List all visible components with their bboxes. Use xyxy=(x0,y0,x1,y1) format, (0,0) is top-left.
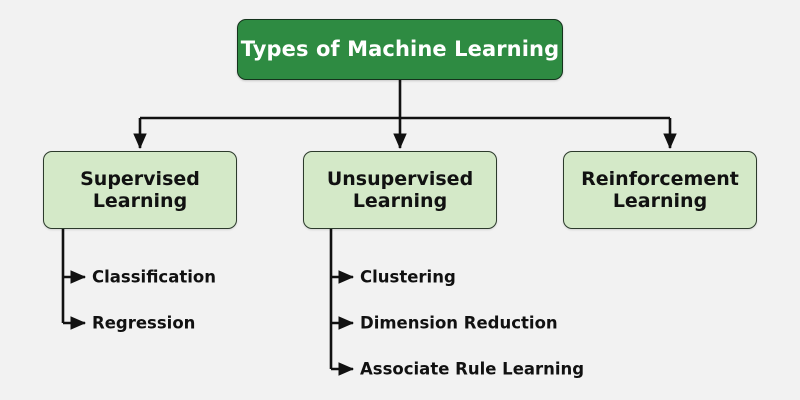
branch-node-label: Supervised Learning xyxy=(80,168,200,213)
leaf-label-regression[interactable]: Regression xyxy=(92,313,196,333)
leaf-label-classification[interactable]: Classification xyxy=(92,267,216,287)
branch-label-line1: Unsupervised xyxy=(326,167,474,190)
branch-node-label: Reinforcement Learning xyxy=(581,168,739,213)
root-node-types-of-machine-learning[interactable]: Types of Machine Learning xyxy=(237,19,563,80)
leaf-label-clustering[interactable]: Clustering xyxy=(360,267,456,287)
branch-node-reinforcement-learning[interactable]: Reinforcement Learning xyxy=(563,151,757,229)
branch-label-line1: Supervised xyxy=(80,167,200,190)
leaf-label-associate-rule-learning[interactable]: Associate Rule Learning xyxy=(360,359,585,379)
branch-node-label: Unsupervised Learning xyxy=(327,168,473,213)
branch-node-unsupervised-learning[interactable]: Unsupervised Learning xyxy=(303,151,497,229)
leaf-label-dimension-reduction[interactable]: Dimension Reduction xyxy=(360,313,558,333)
branch-label-line2: Learning xyxy=(352,190,448,212)
branch-label-line2: Learning xyxy=(92,190,188,212)
root-node-label: Types of Machine Learning xyxy=(240,37,560,62)
branch-node-supervised-learning[interactable]: Supervised Learning xyxy=(43,151,237,229)
branch-label-line1: Reinforcement xyxy=(581,167,739,190)
branch-label-line2: Learning xyxy=(612,190,708,212)
